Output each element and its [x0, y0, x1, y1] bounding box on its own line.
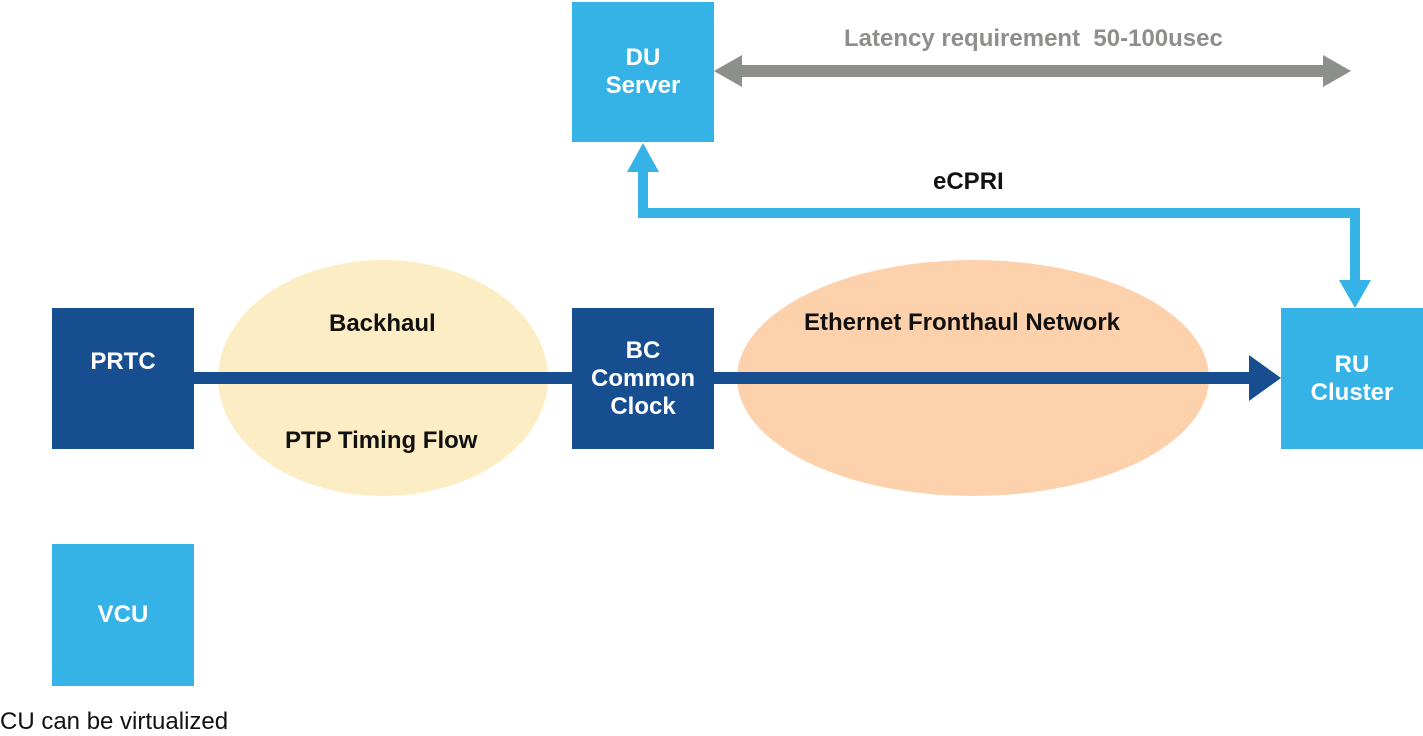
prtc-label: PRTC — [90, 348, 156, 375]
fronthaul-title: Ethernet Fronthaul Network — [804, 309, 1121, 336]
ecpri-arrowhead-to-du — [627, 143, 659, 172]
bc-label-line1: BC — [625, 336, 661, 364]
latency-label: Latency requirement 50-100usec — [844, 25, 1223, 52]
ru-cluster-node: RU Cluster — [1281, 308, 1423, 449]
prtc-node: PRTC — [52, 308, 194, 449]
du-server-label-line1: DU — [625, 44, 661, 71]
ru-cluster-label-line1: RU — [1334, 350, 1370, 378]
vcu-node: VCU — [52, 544, 194, 686]
virtualization-caption: CU can be virtualized — [0, 708, 229, 735]
du-server-node: DU Server — [572, 2, 714, 142]
ptp-flow-arrowhead — [1249, 355, 1281, 401]
ptp-flow-line-backhaul — [193, 372, 573, 384]
bc-common-clock-node: BC Common Clock — [572, 308, 714, 449]
latency-arrow-shaft — [738, 65, 1328, 77]
ecpri-label: eCPRI — [933, 168, 1004, 195]
bc-label-line3: Clock — [610, 392, 676, 420]
backhaul-title: Backhaul — [329, 310, 436, 337]
du-server-label-line2: Server — [605, 72, 681, 99]
latency-arrowhead-left — [714, 55, 742, 87]
ru-cluster-label-line2: Cluster — [1310, 378, 1394, 406]
ptp-flow-line-fronthaul — [713, 372, 1253, 384]
bc-label-line2: Common — [591, 364, 695, 392]
latency-arrowhead-right — [1323, 55, 1351, 87]
vcu-label: VCU — [97, 601, 149, 628]
ecpri-arrowhead-to-ru — [1339, 280, 1371, 308]
ecpri-link — [638, 170, 1360, 285]
backhaul-subtitle: PTP Timing Flow — [285, 427, 478, 454]
